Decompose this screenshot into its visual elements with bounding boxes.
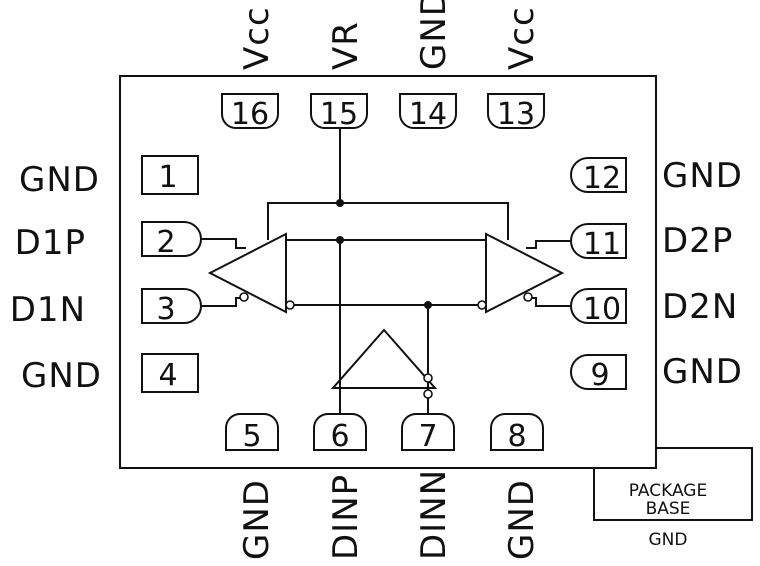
- right-label-d2n: D2N: [662, 287, 738, 327]
- top-label-gnd: GND: [414, 0, 454, 70]
- top-label-vcc-2: Vcc: [502, 6, 542, 70]
- pin-4-number: 4: [158, 358, 177, 393]
- package-base-gnd-label: GND: [649, 530, 688, 550]
- pin-1-number: 1: [158, 160, 177, 195]
- pin-9-pad: [570, 354, 627, 390]
- pin-10-number: 10: [583, 292, 621, 327]
- internal-wiring: [201, 128, 571, 414]
- bottom-label-dinp: DINP: [326, 474, 366, 560]
- pin-16-pad: [221, 93, 279, 129]
- input-buffer: [330, 328, 438, 399]
- pin-3-pad: [141, 288, 202, 324]
- pin-12-number: 12: [583, 161, 621, 196]
- pin-5-pad: [225, 413, 279, 451]
- pin-11-number: 11: [583, 227, 621, 262]
- pin-14-number: 14: [409, 97, 447, 132]
- right-label-gnd-2: GND: [662, 352, 743, 392]
- pin-7-number: 7: [418, 419, 437, 454]
- pin-15-number: 15: [320, 97, 358, 132]
- pin-13-number: 13: [497, 97, 535, 132]
- top-label-vr: VR: [326, 21, 366, 70]
- left-label-gnd-1: GND: [19, 160, 100, 200]
- pin-4-pad: [141, 353, 199, 393]
- pin-16-number: 16: [231, 97, 269, 132]
- pin-11-pad: [570, 223, 627, 259]
- chip-body: [119, 75, 657, 469]
- junction-dot-dp: [336, 236, 344, 244]
- pin-5-number: 5: [242, 419, 261, 454]
- pin-6-number: 6: [330, 419, 349, 454]
- pin-1-pad: [141, 155, 199, 195]
- pin-8-pad: [490, 413, 544, 451]
- left-label-d1n: D1N: [10, 290, 86, 330]
- pin-3-number: 3: [156, 292, 175, 327]
- right-label-d2p: D2P: [662, 221, 733, 261]
- junction-dot-dn: [424, 301, 432, 309]
- pin-15-pad: [310, 93, 368, 129]
- pin-6-pad: [313, 413, 367, 451]
- bottom-label-dinn: DINN: [414, 469, 454, 560]
- right-buffer: [477, 232, 565, 314]
- pin-2-pad: [141, 221, 202, 257]
- pin-7-pad: [401, 413, 455, 451]
- right-label-gnd-1: GND: [662, 156, 743, 196]
- left-label-d1p: D1P: [15, 223, 86, 263]
- bottom-label-gnd-2: GND: [502, 479, 542, 560]
- package-base-label-2: BASE: [646, 499, 691, 519]
- pin-10-pad: [570, 288, 627, 324]
- bottom-label-gnd-1: GND: [237, 479, 277, 560]
- junction-dot-vr: [336, 199, 344, 207]
- pin-8-number: 8: [507, 419, 526, 454]
- package-base-box: [593, 447, 753, 521]
- pin-2-number: 2: [156, 225, 175, 260]
- package-base-label-1: PACKAGE: [629, 481, 707, 501]
- pin-13-pad: [487, 93, 545, 129]
- pin-14-pad: [399, 93, 457, 129]
- top-label-vcc-1: Vcc: [237, 6, 277, 70]
- left-label-gnd-2: GND: [21, 356, 102, 396]
- pin-9-number: 9: [590, 358, 609, 393]
- left-buffer: [207, 232, 295, 314]
- pin-12-pad: [570, 157, 627, 193]
